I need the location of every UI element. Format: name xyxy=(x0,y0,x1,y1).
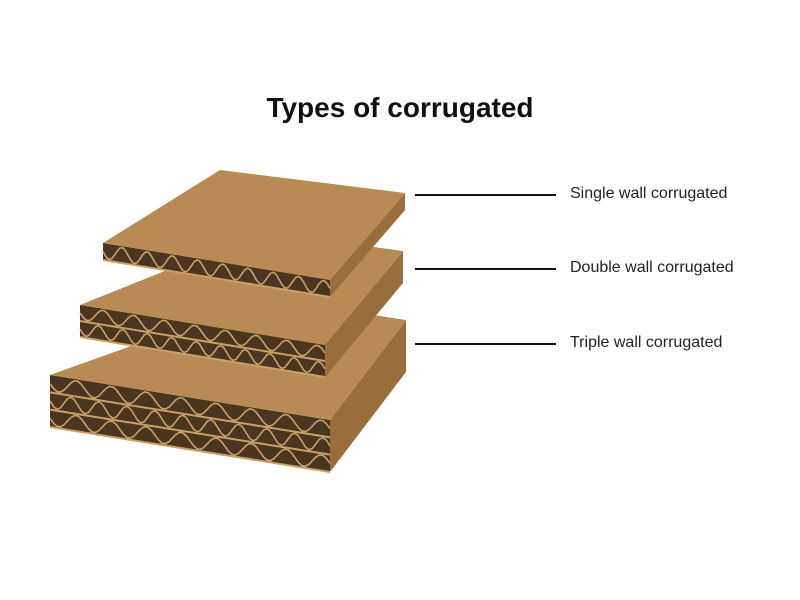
double-wall-board-flute-2 xyxy=(79,324,326,374)
double-wall-board-liner-1 xyxy=(79,320,326,362)
double-wall-board-flute-1 xyxy=(79,309,326,357)
triple-wall-board-flute-3 xyxy=(49,414,331,468)
leader-line-triple xyxy=(415,343,556,345)
triple-wall-board-side-edge xyxy=(330,320,406,472)
single-wall-board-flute-1 xyxy=(102,247,331,293)
triple-wall-board-flute-2 xyxy=(49,396,331,451)
leader-line-single xyxy=(415,194,556,196)
triple-wall-board-liner-1 xyxy=(49,391,331,439)
label-triple-wall: Triple wall corrugated xyxy=(570,334,723,351)
single-wall-board-top-face xyxy=(103,170,405,280)
diagram-title: Types of corrugated xyxy=(266,92,534,123)
double-wall-board-liner-2 xyxy=(79,336,326,378)
label-double-wall: Double wall corrugated xyxy=(570,259,734,276)
single-wall-board-liner-1 xyxy=(102,259,331,298)
single-wall-board-side-edge xyxy=(330,193,405,297)
triple-wall-board-liner-2 xyxy=(49,408,331,456)
double-wall-board-side-edge xyxy=(325,251,403,377)
label-single-wall: Single wall corrugated xyxy=(570,185,728,202)
triple-wall-board-flute-1 xyxy=(49,379,331,433)
triple-wall-board-liner-3 xyxy=(49,426,331,473)
leader-line-double xyxy=(415,268,556,270)
